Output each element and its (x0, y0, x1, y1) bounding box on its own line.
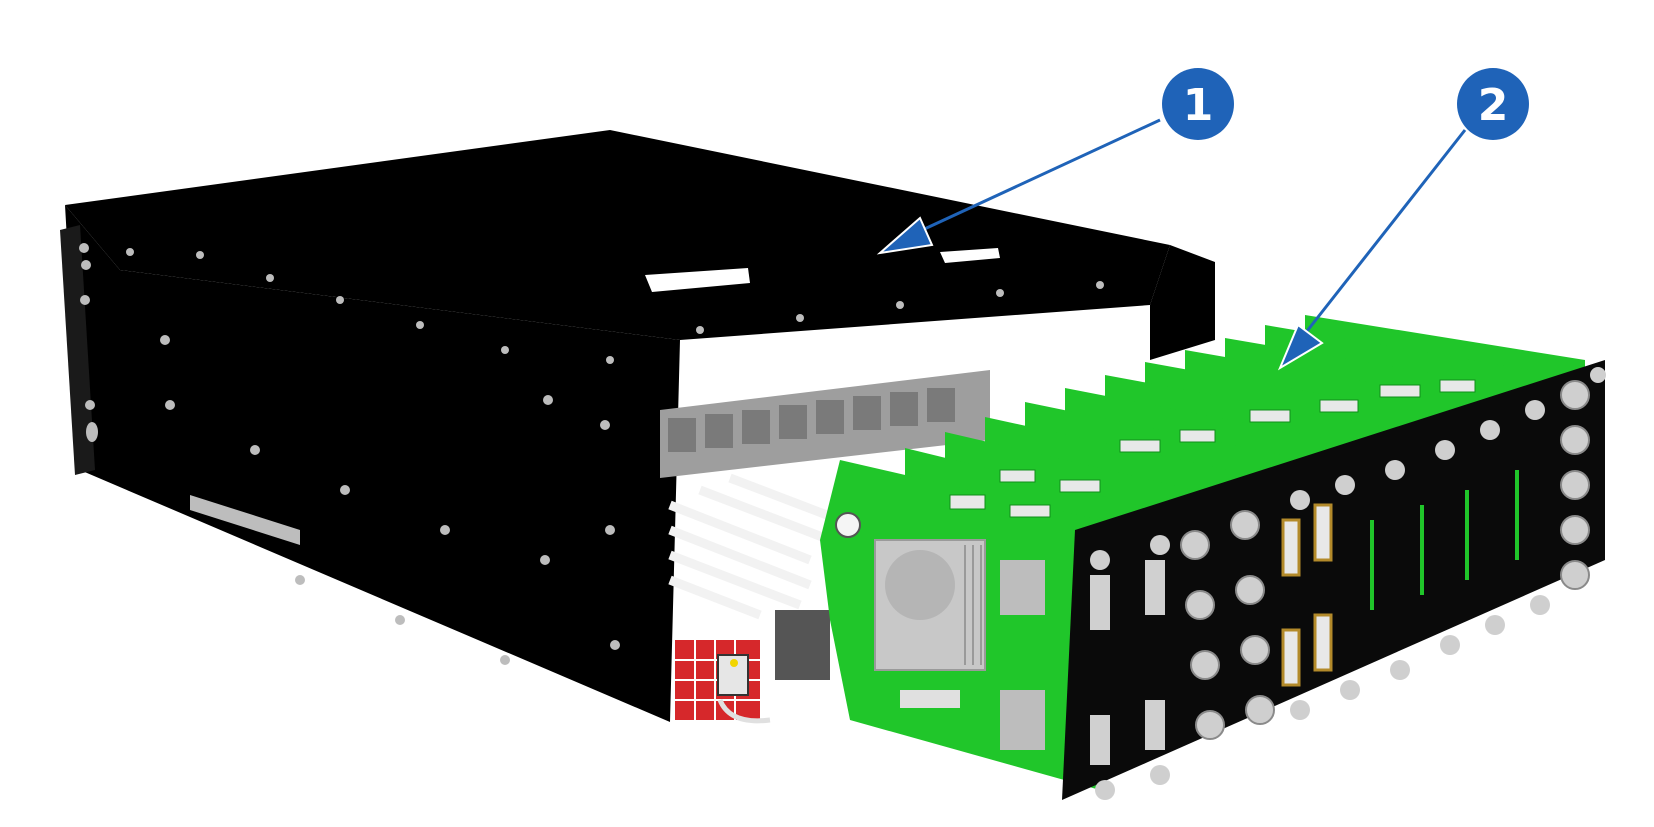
callout-1: 1 (1162, 68, 1234, 140)
chassis (60, 130, 1215, 722)
callout-2: 2 (1457, 68, 1529, 140)
psu-led (730, 659, 738, 667)
board-connector (1000, 690, 1045, 750)
faceplate-slots (1370, 470, 1519, 610)
chassis-screws (79, 243, 1104, 665)
backplane-connectors (668, 388, 955, 452)
dvi-connectors (1281, 503, 1333, 687)
callout-1-arrowhead (876, 216, 934, 255)
psu-handle (717, 698, 771, 724)
callout-2-number: 2 (1478, 80, 1509, 131)
heatsink-fins (964, 545, 982, 665)
callout-2-arrowhead (1277, 323, 1324, 371)
chassis-right-face (1150, 245, 1215, 360)
chassis-label-plate (645, 268, 750, 292)
input-boards (820, 315, 1585, 790)
card-guide-rails (668, 473, 842, 620)
pcb-components (949, 379, 1476, 518)
board-connector (1000, 560, 1045, 615)
callout-2-arrow (1298, 129, 1467, 341)
chassis-left-face (65, 205, 680, 722)
chassis-top-face (65, 130, 1170, 340)
power-supply (675, 610, 830, 724)
chassis-bottom-rail (190, 495, 300, 545)
chassis-keyhole (86, 422, 98, 442)
faceplate-screws (1090, 367, 1606, 800)
callout-1-arrow (904, 118, 1161, 240)
callout-1-number: 1 (1183, 80, 1214, 131)
callout-arrows (876, 118, 1467, 371)
numbered-circle-icon (1457, 68, 1529, 140)
numbered-circle-icon (1162, 68, 1234, 140)
board-coin-cell (835, 512, 861, 538)
board-chip (900, 690, 960, 708)
faceplate-panel (1062, 360, 1605, 800)
heatsink-fan (885, 550, 955, 620)
chassis-label-plate (940, 248, 1000, 263)
faceplate (1062, 360, 1606, 800)
displayport-connectors (1090, 560, 1165, 765)
bnc-connectors (1180, 380, 1590, 740)
psu-fan-block (775, 610, 830, 680)
chassis-interior (660, 370, 990, 620)
chassis-front-edge (60, 225, 95, 475)
